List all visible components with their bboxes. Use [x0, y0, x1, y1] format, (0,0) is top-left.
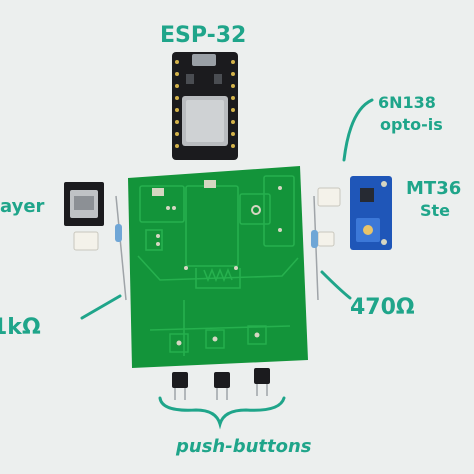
esp32-label: ESP-32: [160, 23, 246, 48]
booster-label-line1: MT36: [406, 178, 461, 199]
resistor-left-pointer-line: [80, 294, 122, 320]
resistor-right-label: 470Ω: [350, 295, 415, 320]
push-button-3: [254, 368, 270, 396]
connector-left: [73, 231, 99, 251]
resistor-right-pointer-line: [320, 270, 352, 300]
push-buttons-label: push-buttons: [175, 436, 312, 457]
mp3-player-module: [64, 182, 104, 226]
optocoupler-label-line1: 6N138: [378, 93, 436, 112]
optocoupler-label-line2: opto-is: [380, 115, 443, 134]
booster-label-line2: Ste: [420, 201, 450, 220]
player-label: ayer: [0, 196, 45, 217]
resistor-left: [115, 195, 127, 301]
esp32-module: [172, 52, 238, 160]
resistor-left-label: 1kΩ: [0, 315, 41, 340]
push-buttons-brace: [158, 396, 286, 430]
pcb-board: [128, 166, 308, 368]
push-button-2: [214, 372, 230, 400]
connector-right: [317, 231, 335, 247]
optocoupler-pointer-line: [342, 98, 374, 162]
optocoupler-chip: [317, 187, 341, 207]
push-button-1: [172, 372, 188, 400]
stepup-module: [350, 176, 392, 250]
resistor-right: [311, 195, 319, 301]
